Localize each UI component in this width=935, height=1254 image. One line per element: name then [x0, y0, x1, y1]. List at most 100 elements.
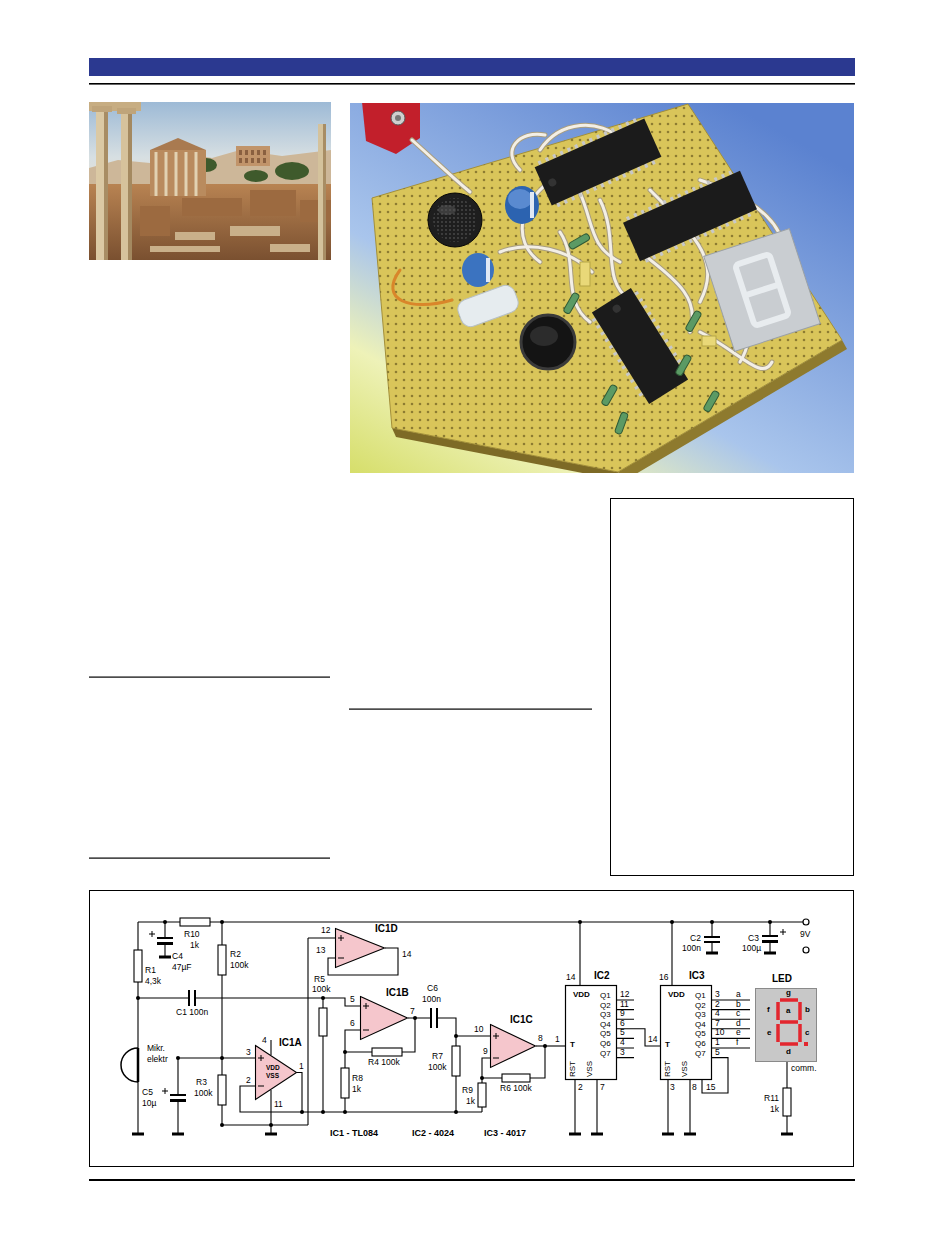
- pin-name: Q7: [695, 1049, 706, 1058]
- junction-dot: [710, 920, 714, 924]
- part-name: R11: [764, 1094, 779, 1103]
- part-value: 100k: [230, 961, 248, 970]
- capacitor-symbol: [149, 929, 786, 1102]
- forum-photo: [150, 138, 206, 150]
- junction-dot: [480, 1076, 484, 1080]
- forum-photo: [251, 158, 254, 163]
- part-value: 4,3k: [145, 977, 161, 986]
- resistor-symbol: [180, 918, 210, 926]
- pin-name: VSS: [266, 1072, 279, 1079]
- forum-photo: [244, 170, 268, 182]
- circuit-photo: [704, 229, 820, 352]
- circuit-photo: [530, 192, 534, 218]
- forum-photo: [140, 206, 170, 236]
- schematic-wiring: [308, 938, 335, 1125]
- circuit-photo: [350, 103, 854, 473]
- page-rules: [611, 499, 854, 876]
- opamp-symbol: IC1D: [335, 928, 385, 968]
- ic-type: IC1 - TL084: [330, 1128, 378, 1138]
- part-value: 1k: [770, 1105, 779, 1114]
- pin-name: e: [767, 1029, 771, 1037]
- opamp-symbol: IC1AVDDVSS: [255, 1045, 297, 1100]
- pin-number: 1: [555, 1035, 560, 1044]
- pin-name: b: [805, 1006, 810, 1014]
- capacitor-symbol: [157, 942, 173, 945]
- segment-name: f: [736, 1038, 738, 1047]
- forum-photo: [121, 113, 132, 260]
- pin-number: 5: [620, 1028, 625, 1037]
- circuit-photo: [393, 270, 452, 305]
- display-segment: [776, 1024, 780, 1042]
- forum-photo: [275, 162, 309, 180]
- part-value: 100k: [194, 1089, 212, 1098]
- part-name: C6: [427, 984, 438, 993]
- junction-dot: [163, 920, 167, 924]
- display-segment: [780, 998, 798, 1002]
- circuit-photo: [590, 287, 690, 405]
- part-name: R8: [352, 1074, 363, 1083]
- segment-name: b: [736, 1000, 741, 1009]
- display-segment: [780, 1020, 798, 1024]
- pin-number: 3: [670, 1083, 675, 1092]
- circuit-photo: [560, 232, 590, 322]
- opamp-triangle: [256, 1046, 297, 1100]
- circuit-photo: [455, 283, 521, 330]
- circuit-photo: [747, 285, 777, 295]
- pin-number: 4: [620, 1038, 625, 1047]
- pin-number: 3: [620, 1048, 625, 1057]
- ic-type: IC3 - 4017: [484, 1128, 526, 1138]
- resistor-symbol: [134, 950, 142, 982]
- microphone-symbol: [121, 1048, 138, 1082]
- pin-number: 10: [715, 1028, 724, 1037]
- part-name: R5: [314, 975, 325, 984]
- schematic-wiring: [138, 921, 803, 922]
- junction-dot: [321, 996, 325, 1000]
- ic-body: [566, 986, 617, 1080]
- forum-photo: [92, 106, 112, 112]
- pin-name: Q4: [695, 1020, 706, 1029]
- page-rules: [89, 858, 330, 859]
- pin-number: 10: [474, 1025, 483, 1034]
- pin-name: f: [767, 1006, 770, 1014]
- part-name: elektr: [147, 1055, 168, 1064]
- forum-photo: [239, 158, 242, 163]
- pin-name: d: [786, 1048, 791, 1056]
- part-name: R9: [462, 1086, 473, 1095]
- part-name: R4 100k: [368, 1058, 400, 1067]
- supply-terminal: [803, 947, 809, 953]
- capacitor-symbol: [157, 936, 778, 1095]
- supply-terminal: [803, 919, 809, 925]
- pin-name: RST: [568, 1061, 577, 1077]
- circuit-photo: [433, 198, 477, 242]
- part-value: 1k: [352, 1085, 361, 1094]
- part-name: C1 100n: [176, 1008, 208, 1017]
- part-name: R2: [230, 950, 241, 959]
- microphone-symbol: [121, 1048, 138, 1082]
- part-value: 100n: [422, 995, 441, 1004]
- circuit-photo: [547, 177, 558, 188]
- circuit-photo: [395, 115, 401, 121]
- circuit-photo: [362, 103, 420, 154]
- opamp-symbol-outline: [360, 996, 408, 1040]
- ground-symbol: [132, 953, 793, 1134]
- seven-segment-display: LEDgfbaecd: [755, 988, 817, 1062]
- circuit-photo: [560, 232, 590, 322]
- resistor-symbol: [502, 1074, 530, 1082]
- forum-photo: [236, 146, 270, 166]
- circuit-photo: [486, 258, 490, 282]
- pin-name: Q2: [695, 1001, 706, 1010]
- circuit-photo: [412, 140, 470, 192]
- page-rules: [89, 677, 330, 678]
- opamp-triangle: [491, 1025, 536, 1068]
- forum-photo: [323, 124, 326, 260]
- schematic-wiring: [138, 922, 803, 1133]
- pin-name: comm.: [791, 1064, 817, 1073]
- circuit-photo: [391, 111, 405, 125]
- forum-photo: [263, 158, 266, 163]
- forum-photo: [270, 244, 310, 252]
- forum-photo: [150, 226, 310, 252]
- pin-name: c: [805, 1029, 809, 1037]
- pin-number: 5: [350, 995, 355, 1004]
- part-value: 100n: [682, 944, 701, 953]
